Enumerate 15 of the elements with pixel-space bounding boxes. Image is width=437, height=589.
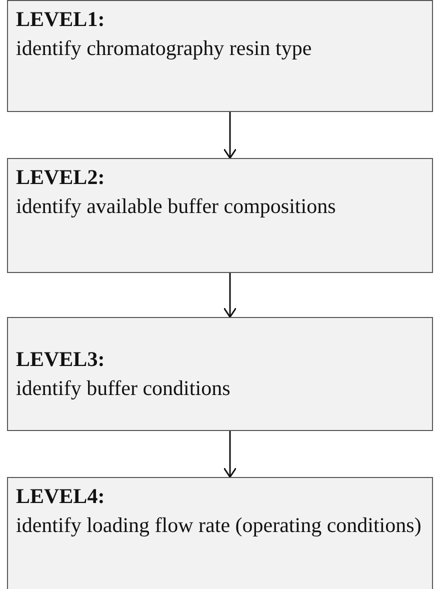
step-description: identify chromatography resin type xyxy=(16,35,313,62)
process-box xyxy=(7,158,433,273)
process-box xyxy=(7,317,433,431)
step-description: identify buffer conditions xyxy=(16,375,232,402)
arrow xyxy=(223,273,237,318)
level-heading: LEVEL1: xyxy=(16,6,106,33)
step-description: identify loading flow rate (operating conditions) xyxy=(16,512,422,539)
process-box xyxy=(7,477,433,589)
level-heading: LEVEL4: xyxy=(16,483,106,510)
process-box xyxy=(7,0,433,112)
arrow xyxy=(223,431,237,478)
step-description: identify available buffer compositions xyxy=(16,193,337,220)
level-heading: LEVEL3: xyxy=(16,346,106,373)
arrow xyxy=(223,112,237,159)
level-heading: LEVEL2: xyxy=(16,164,106,191)
